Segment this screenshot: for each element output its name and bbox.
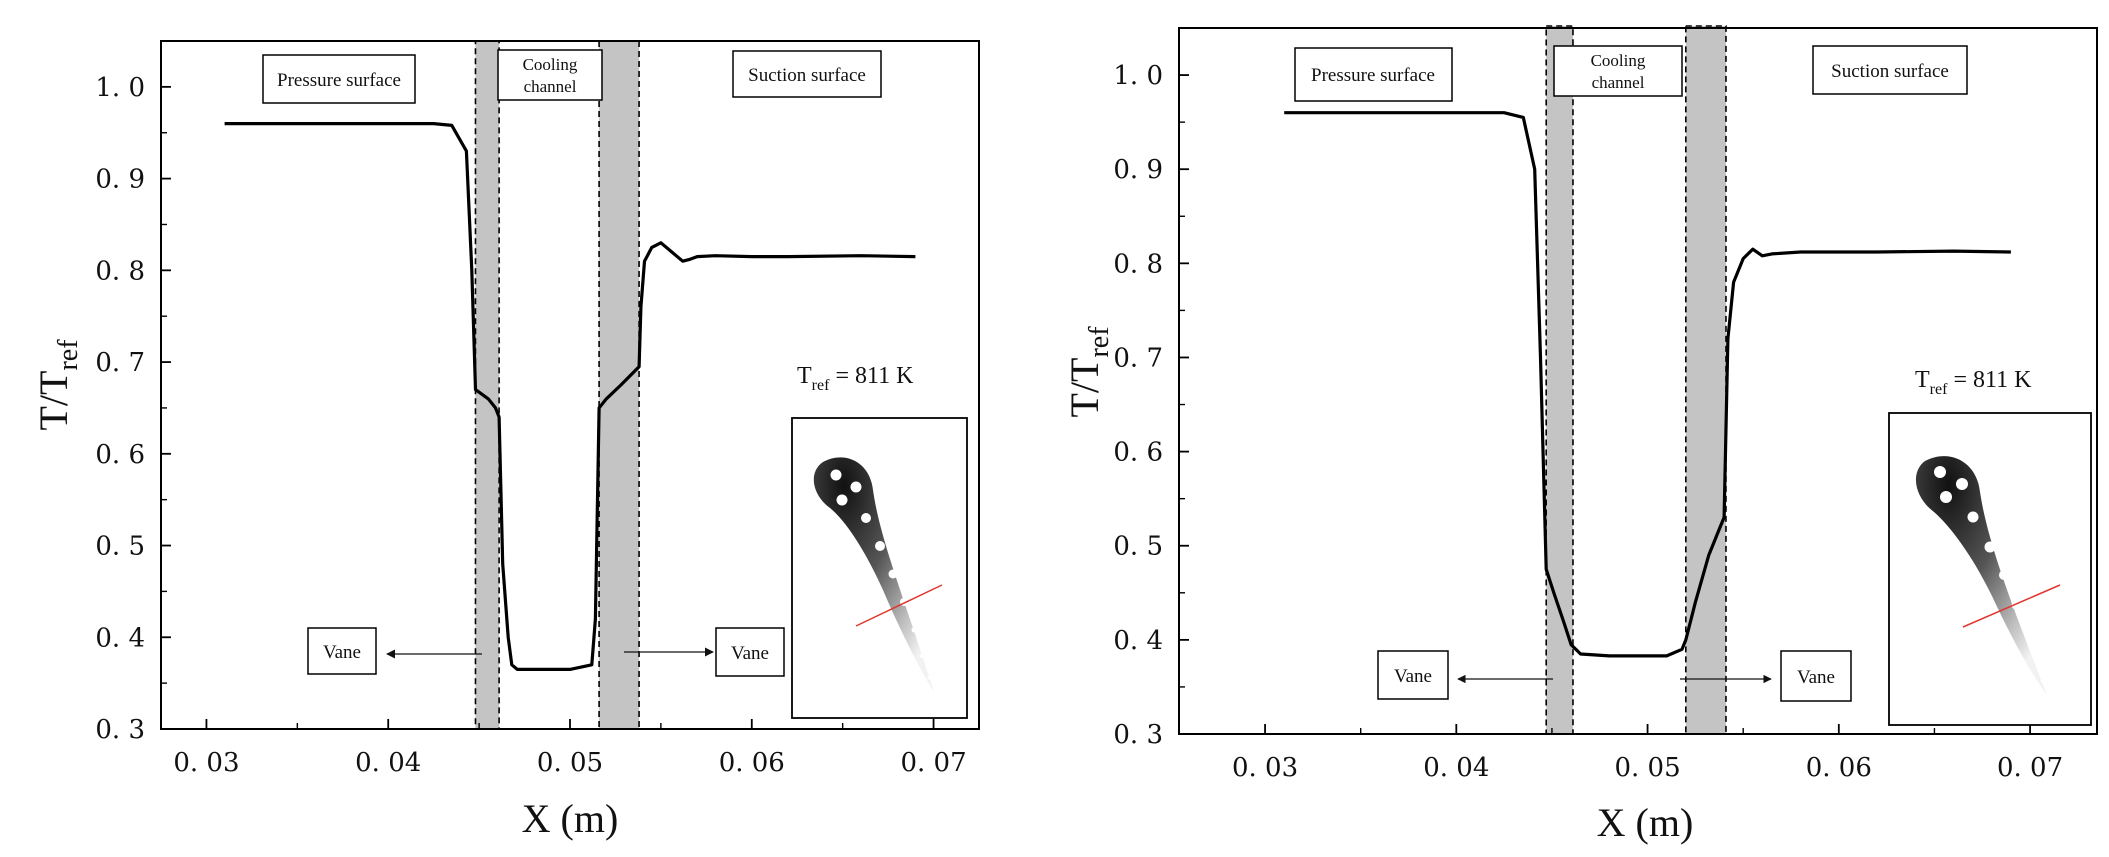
y-tick-label: 1. 0 (1113, 61, 1163, 91)
y-tick-label: 0. 3 (1113, 720, 1163, 750)
x-tick-label: 0. 07 (900, 748, 966, 778)
pressure-surface-box (1294, 47, 1453, 102)
cooling-channel-box (1553, 45, 1683, 97)
tref-annotation: Tref = 811 K (797, 363, 914, 394)
x-tick-label: 0. 05 (1614, 753, 1680, 783)
axes: 0. 3 0. 4 0. 5 0. 6 0. 7 0. 8 0. 9 1. 0 0. 03 0. … (95, 73, 966, 778)
cooling-label: Cooling (523, 55, 578, 74)
axes: 0. 3 0. 4 0. 5 0. 6 0. 7 0. 8 0. 9 1. 0 0. 03 0. … (1113, 61, 2063, 783)
y-tick-label: 0. 3 (95, 715, 145, 745)
y-tick-label: 0. 8 (1113, 249, 1163, 279)
vane-left-label: Vane (323, 642, 361, 663)
vane-left-label: Vane (1394, 666, 1432, 687)
pressure-surface-box (262, 54, 416, 104)
tref-annotation: Tref = 811 K (1915, 367, 2032, 398)
y-tick-label: 0. 9 (95, 165, 145, 195)
x-tick-label: 0. 06 (1806, 753, 1872, 783)
vane-cross-section-inset (791, 417, 968, 719)
y-tick-label: 0. 7 (95, 348, 145, 378)
y-tick-label: 0. 9 (1113, 155, 1163, 185)
vane-right-box (715, 627, 785, 677)
vane-wall-bands (474, 40, 640, 730)
cut-line (855, 584, 943, 627)
vane-wall-band-1 (474, 40, 500, 730)
temperature-curve (1284, 111, 2011, 658)
chart-panel-left: 0. 3 0. 4 0. 5 0. 6 0. 7 0. 8 0. 9 1. 0 0. 03 0. … (31, 40, 980, 841)
y-tick-label: 0. 5 (95, 532, 145, 562)
y-axis-title: T/Tref (31, 339, 84, 431)
vane-left-box (1377, 650, 1449, 700)
y-tick-label: 0. 4 (1113, 626, 1163, 656)
y-tick-label: 0. 4 (95, 623, 145, 653)
channel-label: channel (1592, 73, 1645, 92)
suction-surface-box (1812, 45, 1968, 95)
y-tick-label: 0. 6 (1113, 438, 1163, 468)
vane-left-box (307, 627, 377, 675)
x-tick-label: 0. 03 (173, 748, 239, 778)
cooling-label: Cooling (1591, 51, 1646, 70)
y-axis-title: T/Tref (1062, 326, 1115, 418)
channel-label: channel (524, 77, 577, 96)
vane-cross-section-inset (1888, 412, 2092, 726)
vane-wall-band-1 (1545, 25, 1574, 735)
vane-wall-band-2 (1685, 25, 1727, 735)
x-axis-title: X (m) (522, 796, 619, 841)
y-tick-label: 0. 7 (1113, 343, 1163, 373)
temperature-curve (224, 122, 916, 671)
suction-surface-box (732, 50, 882, 98)
x-tick-label: 0. 07 (1997, 753, 2063, 783)
x-tick-label: 0. 03 (1232, 753, 1298, 783)
vane-right-label: Vane (731, 643, 769, 664)
x-tick-label: 0. 05 (537, 748, 603, 778)
x-tick-label: 0. 04 (355, 748, 421, 778)
cooling-channel-box (497, 49, 603, 101)
vane-right-box (1780, 650, 1852, 702)
chart-panel-right: 0. 3 0. 4 0. 5 0. 6 0. 7 0. 8 0. 9 1. 0 0. 03 0. … (1062, 25, 2098, 845)
x-axis-title: X (m) (1597, 800, 1694, 845)
cut-line (1962, 584, 2061, 628)
y-tick-label: 0. 6 (95, 440, 145, 470)
x-tick-label: 0. 04 (1423, 753, 1489, 783)
y-tick-label: 0. 5 (1113, 532, 1163, 562)
vane-wall-bands (1545, 25, 1727, 735)
suction-surface-label: Suction surface (748, 65, 866, 86)
x-tick-label: 0. 06 (719, 748, 785, 778)
pressure-surface-label: Pressure surface (277, 70, 401, 91)
vane-right-label: Vane (1797, 667, 1835, 688)
plot-frame (1178, 27, 2098, 735)
y-tick-label: 0. 8 (95, 256, 145, 286)
y-tick-label: 1. 0 (95, 73, 145, 103)
pressure-surface-label: Pressure surface (1311, 65, 1435, 86)
suction-surface-label: Suction surface (1831, 61, 1949, 82)
